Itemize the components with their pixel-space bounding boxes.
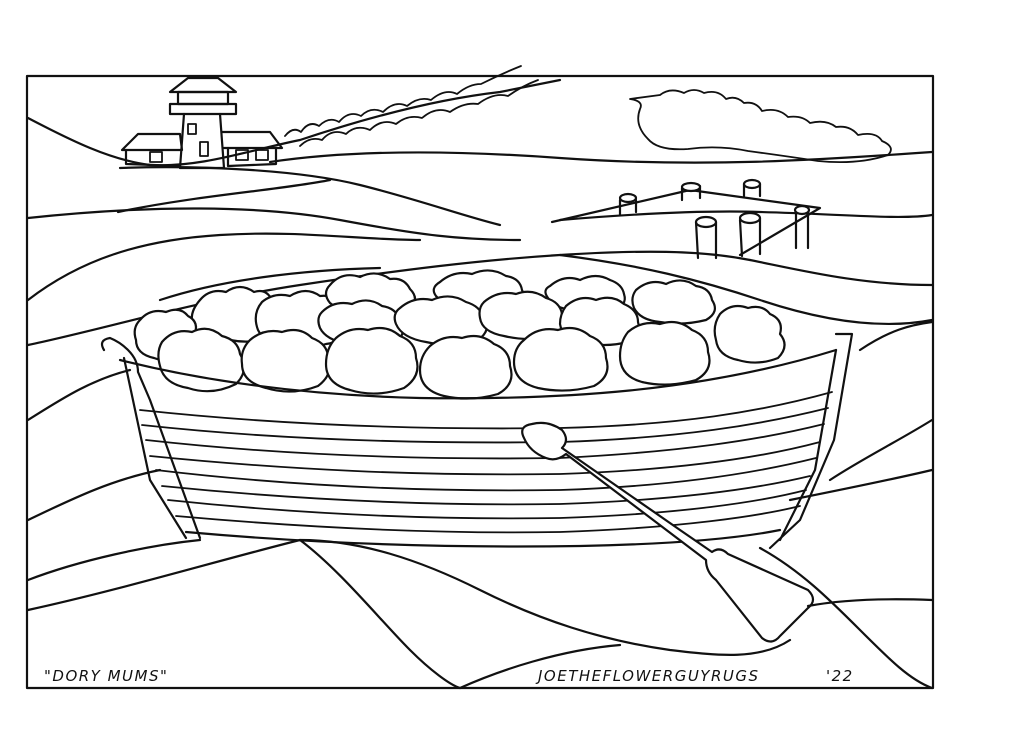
dock-illustration [550, 178, 822, 260]
sky-lines [26, 65, 562, 167]
artist-signature: JOETHEFLOWERGUYRUGS [535, 667, 760, 685]
lighthouse-illustration [120, 76, 284, 170]
artwork-title-caption: "DORY MUMS" [44, 667, 168, 685]
artwork-year: '22 [826, 667, 854, 685]
picture-frame [25, 74, 935, 690]
mums-flowers [133, 269, 786, 400]
oar [521, 421, 815, 643]
foreground-lines [26, 538, 934, 690]
hills [26, 150, 934, 522]
cloud [629, 89, 892, 164]
